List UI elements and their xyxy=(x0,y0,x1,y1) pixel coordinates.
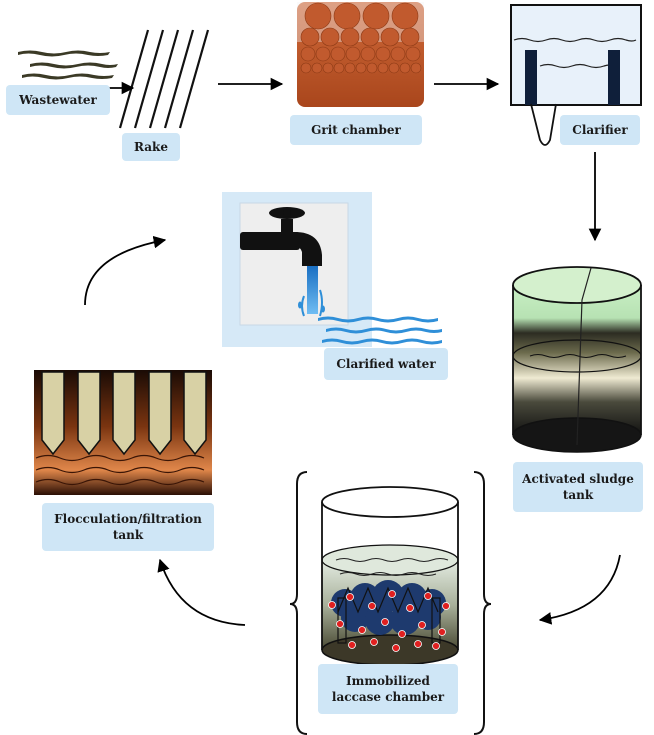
label-immobilized-line1: Immobilized xyxy=(346,674,430,688)
immobilized-laccase-chamber xyxy=(289,471,492,735)
activated-sludge-tank xyxy=(512,266,642,453)
label-immobilized-line2: laccase chamber xyxy=(331,690,445,704)
arrow-sludge-to-laccase xyxy=(538,554,621,625)
arrow-laccase-to-flocculation xyxy=(157,558,246,626)
label-activated-sludge-line2: tank xyxy=(562,488,594,502)
label-rake: Rake xyxy=(122,133,180,161)
water-stream xyxy=(298,266,325,317)
label-activated-sludge-line1: Activated sludge xyxy=(522,472,634,486)
label-wastewater: Wastewater xyxy=(6,85,110,115)
label-immobilized-laccase: Immobilized laccase chamber xyxy=(318,664,458,714)
label-clarifier-text: Clarifier xyxy=(572,123,628,137)
clarified-water-waves xyxy=(318,316,442,345)
faucet-icon xyxy=(240,207,322,266)
grit-chamber xyxy=(297,2,424,107)
label-grit-chamber: Grit chamber xyxy=(290,115,422,145)
label-clarifier: Clarifier xyxy=(560,115,640,145)
flocculation-tank xyxy=(34,370,212,495)
arrow-flocculation-to-clarified xyxy=(84,235,167,306)
label-clarified-water-text: Clarified water xyxy=(336,357,436,371)
label-activated-sludge: Activated sludge tank xyxy=(513,462,643,512)
label-grit-chamber-text: Grit chamber xyxy=(311,123,401,137)
label-wastewater-text: Wastewater xyxy=(19,93,97,107)
label-flocculation-line1: Flocculation/filtration xyxy=(54,512,202,526)
wastewater-waves xyxy=(18,50,118,80)
label-rake-text: Rake xyxy=(134,140,168,154)
label-flocculation-line2: tank xyxy=(112,528,144,542)
faucet-panel xyxy=(222,192,372,347)
rake xyxy=(118,29,210,129)
label-flocculation: Flocculation/filtration tank xyxy=(42,503,214,551)
label-clarified-water: Clarified water xyxy=(324,348,448,380)
clarifier xyxy=(510,4,642,146)
